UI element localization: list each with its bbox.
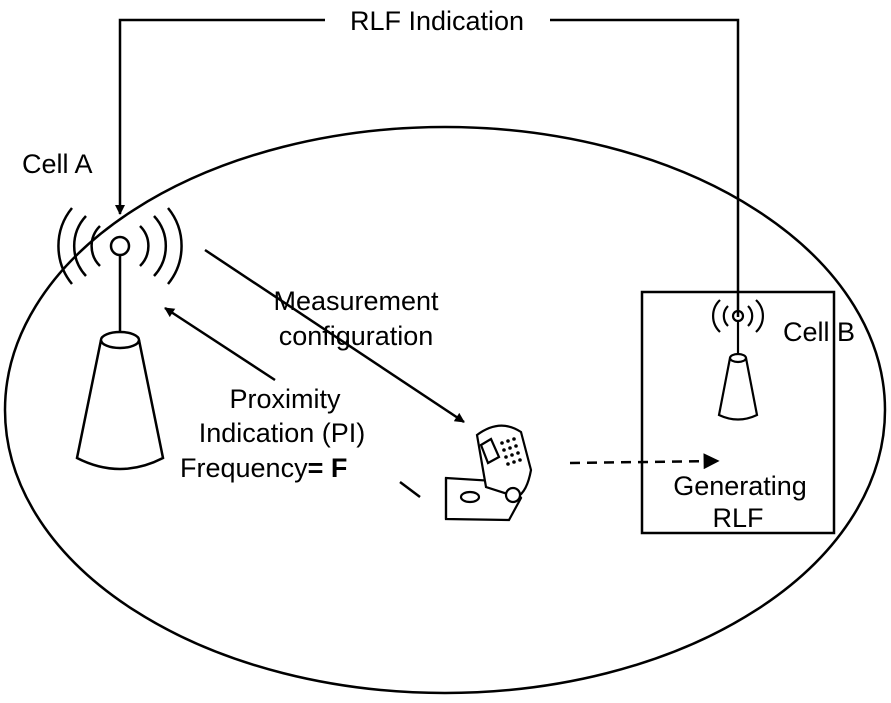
proximity-label-line1: Proximity	[229, 384, 341, 414]
ue-movement-arrow	[569, 453, 720, 470]
proximity-label-line2: Indication (PI)	[199, 418, 366, 448]
proximity-indication-arrow-tail	[399, 481, 421, 498]
rlf-indication-label: RLF Indication	[350, 6, 524, 36]
cell-a-coverage-ellipse	[3, 125, 887, 695]
cell-b-base-station-icon	[712, 299, 764, 421]
frequency-prefix: Frequency	[180, 453, 308, 483]
cell-b-label: Cell B	[783, 317, 855, 347]
generating-rlf-label-line1: Generating	[673, 471, 807, 501]
proximity-indication-arrow	[164, 306, 276, 382]
user-equipment-phone-icon	[444, 424, 533, 522]
frequency-value: = F	[308, 453, 348, 483]
measurement-configuration-arrow	[204, 248, 465, 424]
frequency-label: Frequency= F	[180, 453, 347, 483]
cell-b-box	[640, 290, 836, 535]
measurement-label-line2: configuration	[279, 321, 434, 351]
measurement-label-line1: Measurement	[273, 286, 439, 316]
rlf-indication-arrow	[115, 18, 740, 317]
generating-rlf-label-line2: RLF	[712, 503, 763, 533]
cell-a-base-station-icon	[57, 207, 183, 471]
cell-a-label: Cell A	[22, 149, 93, 179]
